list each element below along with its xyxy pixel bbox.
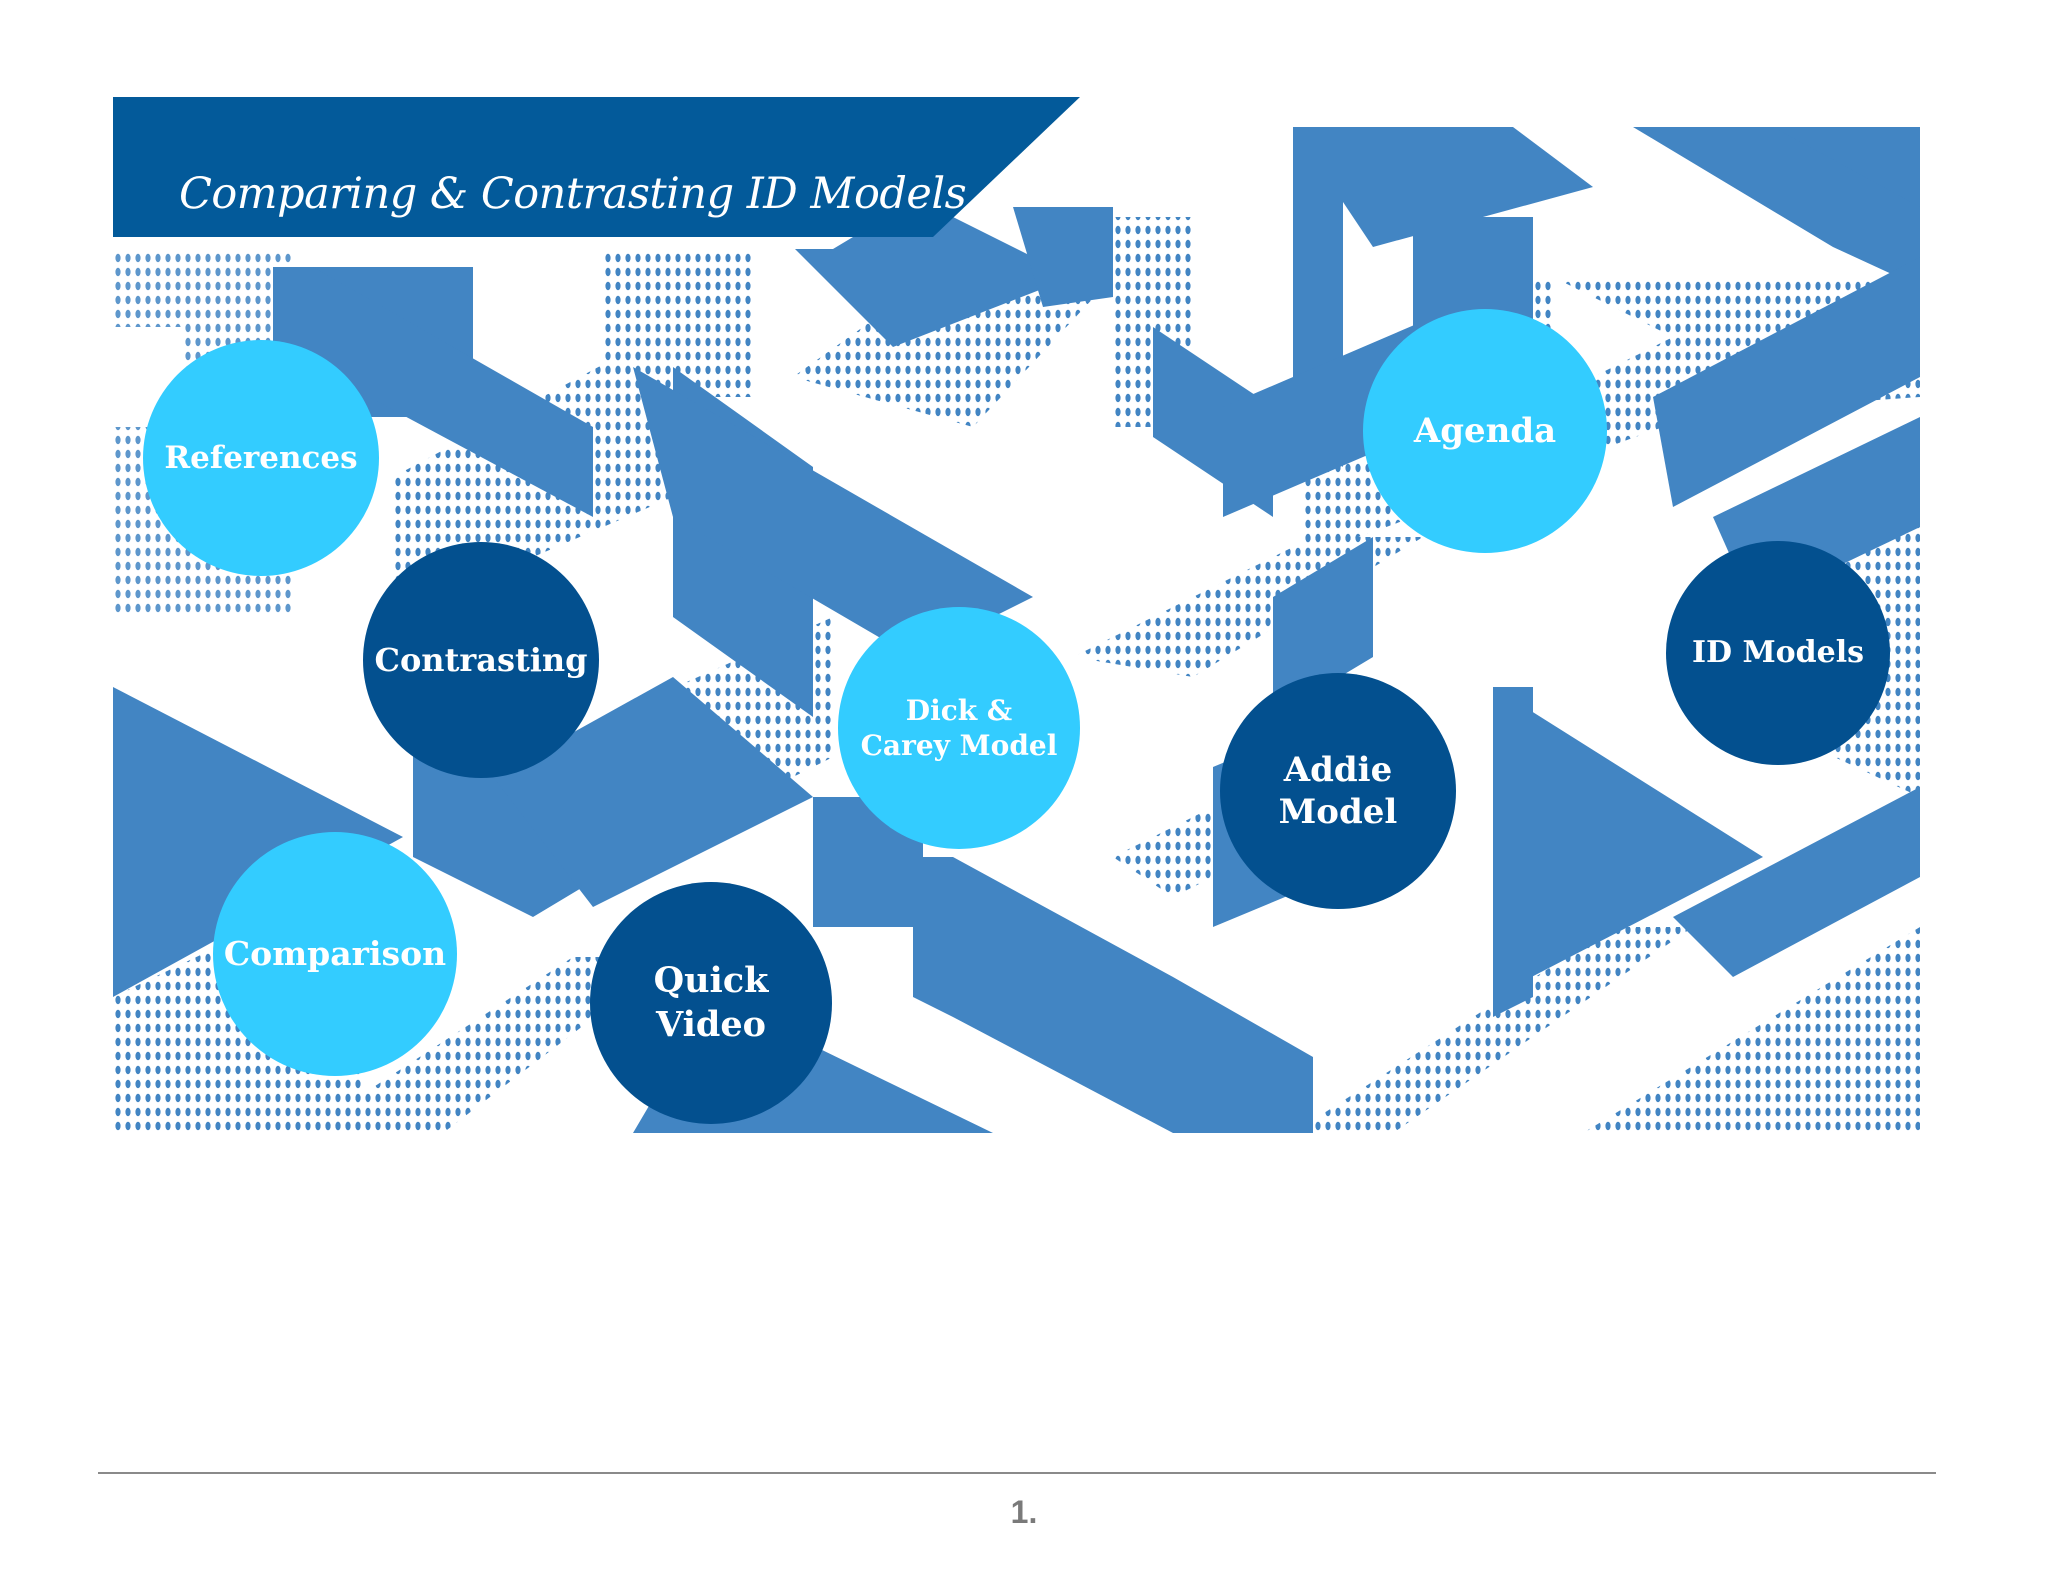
- bubble-label: Comparison: [223, 934, 447, 974]
- comparison-bubble[interactable]: Comparison: [213, 832, 457, 1076]
- page-number: 1.: [1010, 1494, 1038, 1530]
- addie-model-bubble[interactable]: Addie Model: [1220, 673, 1456, 909]
- dick-carey-bubble[interactable]: Dick & Carey Model: [838, 607, 1080, 849]
- id-models-bubble[interactable]: ID Models: [1666, 541, 1890, 765]
- bubble-label: Contrasting: [374, 641, 588, 679]
- bubble-label-line1: Dick &: [905, 694, 1013, 727]
- bubble-label-line2: Video: [656, 1004, 766, 1045]
- agenda-bubble[interactable]: Agenda: [1363, 309, 1607, 553]
- footer-divider: [98, 1472, 1936, 1474]
- references-bubble[interactable]: References: [143, 340, 379, 576]
- bubble-label-line1: Addie: [1283, 749, 1393, 790]
- slide: Comparing & Contrasting ID Models Refere…: [113, 97, 1920, 1133]
- slide-title: Comparing & Contrasting ID Models: [179, 169, 967, 219]
- bubble-label: References: [164, 439, 358, 476]
- contrasting-bubble[interactable]: Contrasting: [363, 542, 599, 778]
- bubble-label: ID Models: [1691, 635, 1865, 671]
- bubble-label: Agenda: [1413, 410, 1557, 451]
- bubble-label-line1: Quick: [653, 960, 769, 1002]
- quick-video-bubble[interactable]: Quick Video: [590, 882, 832, 1124]
- bubble-label-line2: Model: [1278, 792, 1398, 832]
- bubble-label-line2: Carey Model: [860, 729, 1058, 762]
